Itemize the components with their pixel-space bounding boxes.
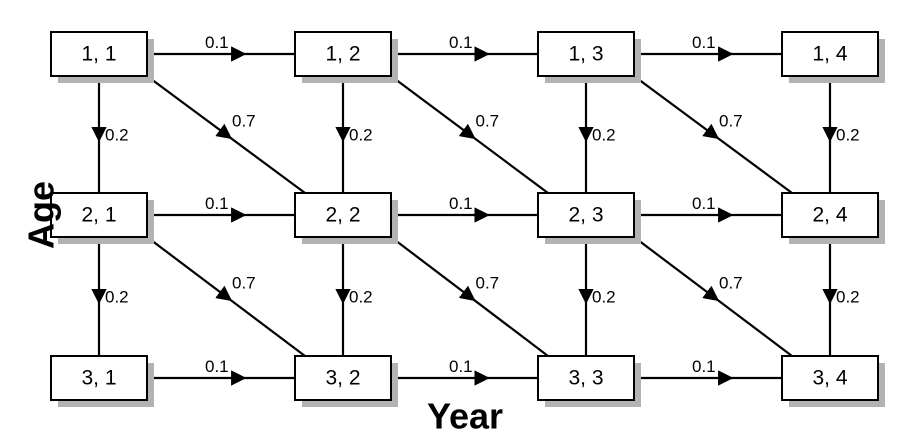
arrowhead-icon bbox=[458, 123, 476, 140]
edge-h-3-1: 0.1 bbox=[147, 357, 295, 386]
node-label: 3, 3 bbox=[568, 367, 603, 390]
arrowhead-icon bbox=[215, 285, 233, 302]
edge-h-2-2: 0.1 bbox=[391, 194, 538, 223]
node-label: 1, 4 bbox=[812, 43, 847, 66]
edge-d-2-2-label: 0.7 bbox=[476, 274, 500, 293]
edge-v-1-2: 0.2 bbox=[335, 76, 373, 193]
edge-h-2-1: 0.1 bbox=[147, 194, 295, 223]
node-2-4: 2, 4 bbox=[781, 192, 885, 244]
node-box bbox=[537, 31, 635, 77]
edge-v-1-4: 0.2 bbox=[822, 76, 860, 193]
node-box bbox=[294, 355, 392, 401]
node-2-1: 2, 1 bbox=[50, 192, 154, 244]
node-3-1: 3, 1 bbox=[50, 355, 154, 407]
edge-h-1-3: 0.1 bbox=[634, 33, 782, 62]
node-box bbox=[781, 192, 879, 238]
edge-v-1-3-label: 0.2 bbox=[592, 126, 616, 145]
edge-h-2-3: 0.1 bbox=[634, 194, 782, 223]
edge-d-2-2: 0.7 bbox=[390, 236, 549, 357]
nodes-layer: 1, 1 1, 2 1, 3 1, 4 2, 1 2, 2 2, 3 2, 4 3, 1 3, 2… bbox=[50, 31, 885, 407]
edge-v-2-2: 0.2 bbox=[335, 237, 373, 356]
edge-v-2-2-label: 0.2 bbox=[349, 288, 373, 307]
node-box bbox=[50, 355, 148, 401]
node-box bbox=[50, 31, 148, 77]
edge-h-3-2: 0.1 bbox=[391, 357, 538, 386]
edge-d-2-3-label: 0.7 bbox=[719, 274, 743, 293]
arrowhead-icon bbox=[215, 123, 233, 140]
x-axis-label: Year bbox=[427, 396, 503, 437]
node-label: 2, 3 bbox=[568, 204, 603, 227]
node-3-2: 3, 2 bbox=[294, 355, 398, 407]
node-label: 2, 2 bbox=[325, 204, 360, 227]
node-label: 2, 4 bbox=[812, 204, 847, 227]
node-box bbox=[537, 192, 635, 238]
edge-h-1-1-label: 0.1 bbox=[205, 33, 229, 52]
node-3-3: 3, 3 bbox=[537, 355, 641, 407]
node-box bbox=[294, 31, 392, 77]
edge-d-1-2-label: 0.7 bbox=[476, 112, 500, 131]
node-1-3: 1, 3 bbox=[537, 31, 641, 83]
node-2-3: 2, 3 bbox=[537, 192, 641, 244]
edge-h-2-2-label: 0.1 bbox=[449, 194, 473, 213]
edge-h-2-1-label: 0.1 bbox=[205, 194, 229, 213]
node-1-1: 1, 1 bbox=[50, 31, 154, 83]
node-label: 1, 2 bbox=[325, 43, 360, 66]
node-label: 3, 1 bbox=[81, 367, 116, 390]
edge-d-1-3-label: 0.7 bbox=[719, 112, 743, 131]
edge-d-2-3: 0.7 bbox=[633, 236, 793, 357]
edge-h-2-3-label: 0.1 bbox=[692, 194, 716, 213]
node-box bbox=[781, 31, 879, 77]
node-label: 3, 4 bbox=[812, 367, 847, 390]
edges-layer: 0.1 0.2 0.7 0.1 0.2 0.7 0.1 0.2 0.7 0.2 0.1 0.2 0.7 0… bbox=[91, 33, 860, 386]
edge-h-1-2-label: 0.1 bbox=[449, 33, 473, 52]
node-2-2: 2, 2 bbox=[294, 192, 398, 244]
node-1-2: 1, 2 bbox=[294, 31, 398, 83]
node-label: 1, 3 bbox=[568, 43, 603, 66]
edge-v-2-3-label: 0.2 bbox=[592, 288, 616, 307]
edge-v-1-3: 0.2 bbox=[578, 76, 616, 193]
edge-v-2-1: 0.2 bbox=[91, 237, 129, 356]
arrowhead-icon bbox=[702, 123, 720, 140]
edge-v-1-4-label: 0.2 bbox=[836, 126, 860, 145]
node-label: 2, 1 bbox=[81, 204, 116, 227]
node-box bbox=[294, 192, 392, 238]
edge-h-3-2-label: 0.1 bbox=[449, 357, 473, 376]
edge-d-2-1-label: 0.7 bbox=[232, 274, 256, 293]
edge-h-1-2: 0.1 bbox=[391, 33, 538, 62]
edge-d-1-1: 0.7 bbox=[146, 75, 306, 194]
node-label: 3, 2 bbox=[325, 367, 360, 390]
edge-d-1-1-label: 0.7 bbox=[232, 112, 256, 131]
edge-v-2-4: 0.2 bbox=[822, 237, 860, 356]
edge-v-1-1: 0.2 bbox=[91, 76, 129, 193]
edge-h-3-1-label: 0.1 bbox=[205, 357, 229, 376]
node-box bbox=[781, 355, 879, 401]
edge-v-2-3: 0.2 bbox=[578, 237, 616, 356]
arrowhead-icon bbox=[702, 285, 720, 302]
edge-v-2-1-label: 0.2 bbox=[105, 288, 129, 307]
edge-h-3-3-label: 0.1 bbox=[692, 357, 716, 376]
node-1-4: 1, 4 bbox=[781, 31, 885, 83]
edge-v-2-4-label: 0.2 bbox=[836, 288, 860, 307]
edge-d-2-1: 0.7 bbox=[146, 236, 306, 357]
node-box bbox=[50, 192, 148, 238]
edge-h-3-3: 0.1 bbox=[634, 357, 782, 386]
edge-h-1-3-label: 0.1 bbox=[692, 33, 716, 52]
y-axis-label: Age bbox=[21, 181, 62, 249]
arrowhead-icon bbox=[458, 285, 476, 302]
edge-v-1-2-label: 0.2 bbox=[349, 126, 373, 145]
edge-v-1-1-label: 0.2 bbox=[105, 126, 129, 145]
edge-d-1-3: 0.7 bbox=[633, 75, 793, 194]
node-3-4: 3, 4 bbox=[781, 355, 885, 407]
edge-d-1-2: 0.7 bbox=[390, 75, 549, 194]
edge-h-1-1: 0.1 bbox=[147, 33, 295, 62]
node-box bbox=[537, 355, 635, 401]
node-label: 1, 1 bbox=[81, 43, 116, 66]
